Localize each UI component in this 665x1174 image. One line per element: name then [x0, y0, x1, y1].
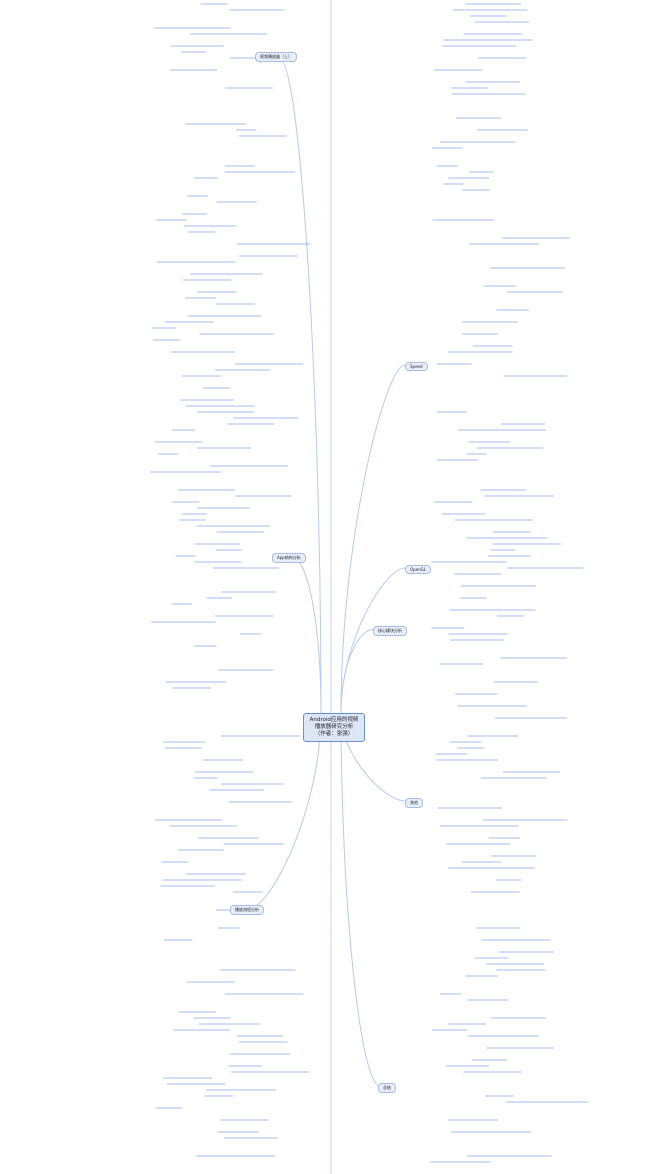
branch-video-player[interactable]: 视频播放器（上）	[255, 52, 297, 62]
connector	[279, 59, 322, 714]
branch-label: 总结	[383, 1085, 391, 1090]
branch-label: Speed	[410, 364, 423, 369]
branch-app-structure[interactable]: App结构分析	[272, 553, 306, 563]
connector	[340, 567, 406, 714]
root-title-line2: 播放器研究分析	[314, 724, 354, 730]
branch-summary[interactable]: 总结	[378, 1083, 396, 1093]
connector	[289, 555, 322, 714]
branch-opengl[interactable]: OpenGL	[405, 565, 432, 574]
connector	[340, 364, 406, 714]
branch-label: 核心模块分析	[378, 628, 402, 633]
branch-other[interactable]: 其他	[405, 798, 423, 808]
connector	[340, 712, 381, 1087]
connector	[249, 712, 322, 909]
branch-playback-flow[interactable]: 播放流程分析	[230, 905, 264, 915]
branch-core-modules[interactable]: 核心模块分析	[373, 626, 407, 636]
branch-label: App结构分析	[277, 555, 301, 560]
branch-label: 播放流程分析	[235, 907, 259, 912]
branch-label: 视频播放器（上）	[260, 54, 292, 59]
connector	[340, 628, 376, 714]
branch-label: OpenGL	[410, 567, 427, 572]
root-title-line1: Android应用的视频	[309, 717, 359, 723]
root-author: （作者：张强）	[314, 731, 354, 737]
branch-speed[interactable]: Speed	[405, 362, 428, 371]
branch-label: 其他	[410, 800, 418, 805]
root-node[interactable]: Android应用的视频 播放器研究分析 （作者：张强）	[303, 713, 365, 742]
